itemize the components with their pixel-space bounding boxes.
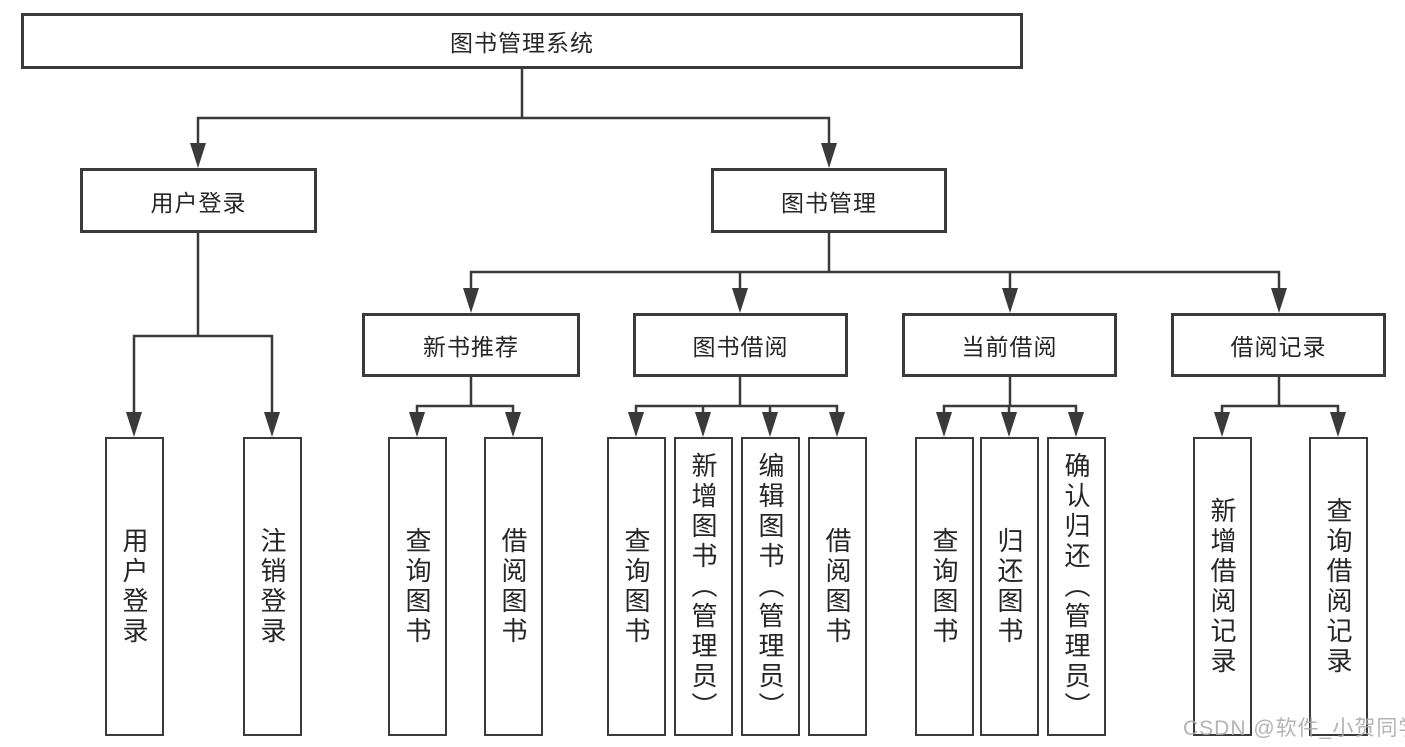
- node-root-label: 图书管理系统: [450, 30, 594, 56]
- leaf-label: 归还图书: [994, 526, 1024, 647]
- leaf-user-login: 用户登录: [105, 437, 164, 736]
- leaf-label: 确认归还（管理员）: [1061, 451, 1091, 722]
- leaf-label: 查询图书: [621, 526, 651, 647]
- leaf-query-books-borrow: 查询图书: [607, 437, 666, 736]
- leaf-label: 查询图书: [402, 526, 432, 647]
- leaf-borrow-books: 借阅图书: [808, 437, 867, 736]
- leaf-edit-books-admin: 编辑图书（管理员）: [741, 437, 800, 736]
- node-user-login: 用户登录: [80, 168, 317, 233]
- node-current-borrow: 当前借阅: [902, 313, 1117, 377]
- node-book-borrow: 图书借阅: [633, 313, 848, 377]
- leaf-borrow-books-recommend: 借阅图书: [484, 437, 543, 736]
- node-label: 借阅记录: [1230, 334, 1327, 360]
- leaf-label: 借阅图书: [822, 526, 852, 647]
- node-label: 当前借阅: [961, 334, 1058, 360]
- leaf-query-books-current: 查询图书: [915, 437, 974, 736]
- leaf-label: 新增图书（管理员）: [688, 451, 718, 722]
- edge-borrow-records-to-leaves: [1214, 376, 1346, 437]
- node-borrow-records: 借阅记录: [1171, 313, 1386, 377]
- edge-root-to-level2: [190, 68, 837, 168]
- leaf-label: 查询图书: [929, 526, 959, 647]
- edge-book-management-to-level3: [463, 232, 1287, 313]
- node-label: 图书管理: [781, 189, 877, 216]
- leaf-label: 借阅图书: [498, 526, 528, 647]
- edge-user-login-to-leaves: [126, 232, 280, 437]
- leaf-label: 查询借阅记录: [1323, 496, 1353, 677]
- watermark: CSDN @软件_小贺同学: [1183, 717, 1405, 740]
- edge-new-book-recommend-to-leaves: [409, 376, 521, 437]
- node-root: 图书管理系统: [21, 13, 1023, 69]
- node-label: 图书借阅: [692, 334, 789, 360]
- node-label: 用户登录: [150, 189, 247, 216]
- edge-book-borrow-to-leaves: [628, 376, 845, 437]
- leaf-label: 注销登录: [257, 526, 287, 647]
- leaf-label: 用户登录: [119, 526, 149, 647]
- leaf-add-borrow-record: 新增借阅记录: [1193, 437, 1252, 736]
- leaf-return-books: 归还图书: [980, 437, 1039, 736]
- node-book-management: 图书管理: [711, 168, 947, 233]
- leaf-query-books-recommend: 查询图书: [388, 437, 447, 736]
- leaf-label: 新增借阅记录: [1207, 496, 1237, 677]
- leaf-add-books-admin: 新增图书（管理员）: [674, 437, 733, 736]
- node-label: 新书推荐: [423, 334, 519, 360]
- leaf-logout: 注销登录: [243, 437, 302, 736]
- leaf-query-borrow-record: 查询借阅记录: [1309, 437, 1368, 736]
- node-new-book-recommend: 新书推荐: [362, 313, 580, 377]
- leaf-confirm-return-admin: 确认归还（管理员）: [1047, 437, 1106, 736]
- leaf-label: 编辑图书（管理员）: [755, 451, 785, 722]
- edge-current-borrow-to-leaves: [936, 376, 1084, 437]
